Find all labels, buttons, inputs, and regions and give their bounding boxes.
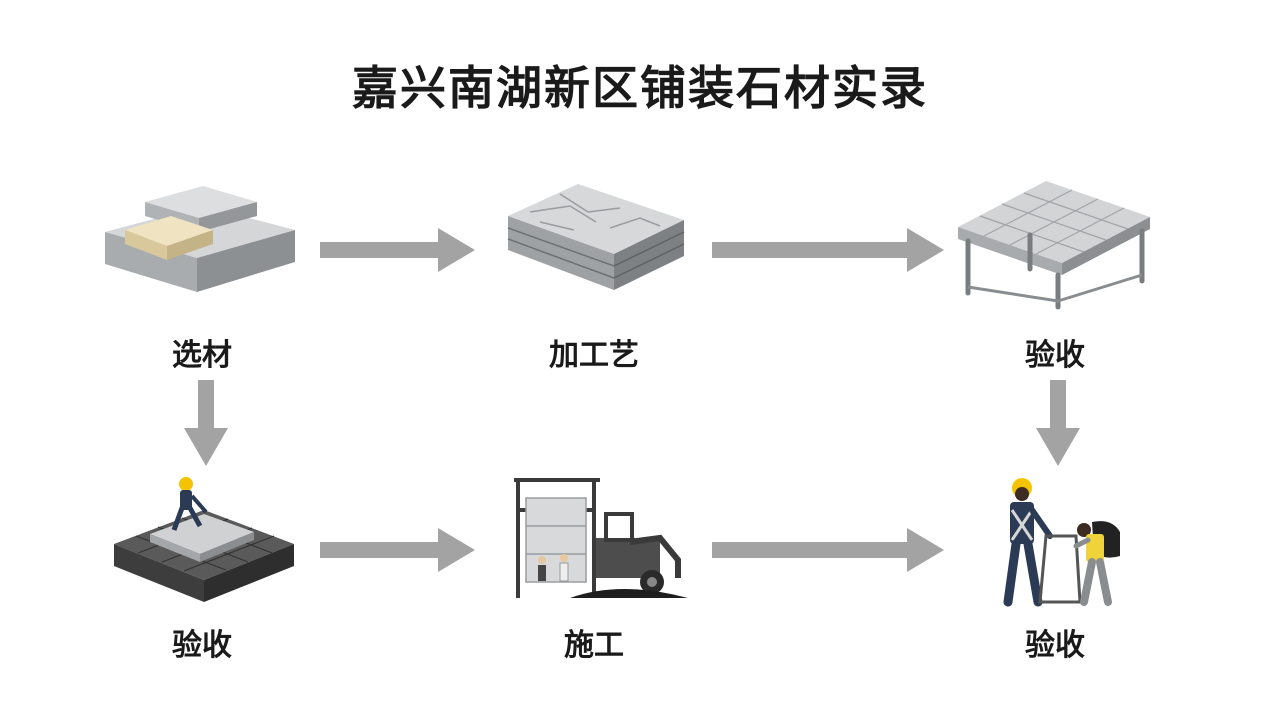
step-label-acceptance-3: 验收 xyxy=(1025,628,1085,663)
stone-slabs-icon xyxy=(105,186,295,292)
step-label-acceptance-1: 验收 xyxy=(1025,338,1085,373)
marble-slab-stack-icon xyxy=(507,184,685,290)
step-label-construction: 施工 xyxy=(564,628,624,663)
step-label-acceptance-2: 验收 xyxy=(172,628,232,663)
arrow-right-3 xyxy=(320,528,475,572)
step-label-processing: 加工艺 xyxy=(549,338,639,373)
arrow-right-1 xyxy=(320,228,475,272)
step-label-select-material: 选材 xyxy=(172,338,232,373)
worker-laying-stone-icon xyxy=(114,477,294,602)
arrow-right-2 xyxy=(712,228,944,272)
arrow-down-1 xyxy=(184,380,228,466)
page-title: 嘉兴南湖新区铺装石材实录 xyxy=(352,61,928,115)
arrow-right-4 xyxy=(712,528,944,572)
paving-grid-table-icon xyxy=(958,181,1150,310)
construction-machine-icon xyxy=(514,478,688,598)
arrow-down-2 xyxy=(1036,380,1080,466)
workers-inspection-icon xyxy=(1003,478,1120,607)
